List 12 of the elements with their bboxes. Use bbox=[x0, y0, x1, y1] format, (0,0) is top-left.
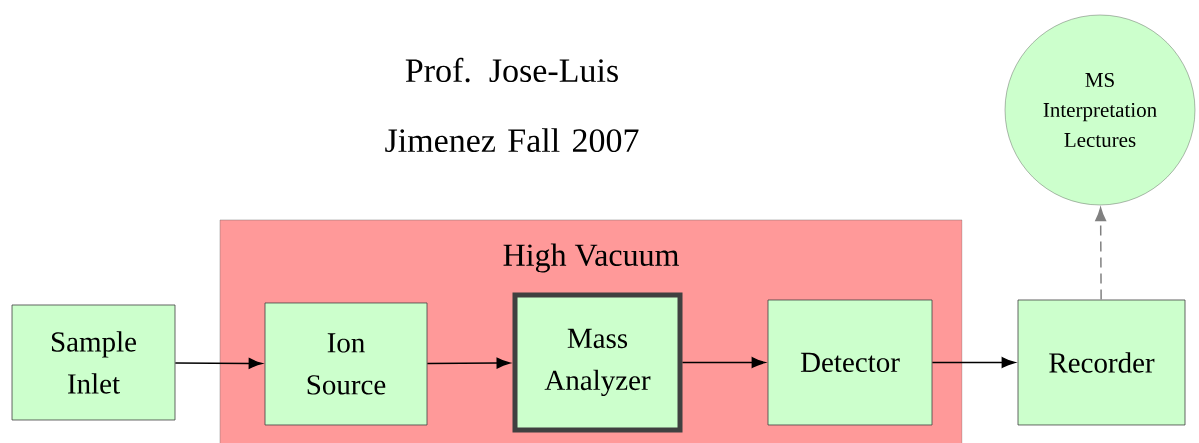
title: Prof. Jose-Luis Jimenez Fall 2007 bbox=[385, 57, 639, 153]
process-box: Sample Inlet bbox=[11, 304, 176, 421]
highlighted-box: Mass Analyzer bbox=[512, 292, 683, 433]
arrow bbox=[931, 357, 1016, 368]
process-box: Recorder bbox=[1017, 299, 1186, 426]
process-box: Ion Source bbox=[264, 302, 428, 426]
circle-node: MS Interpretation Lectures bbox=[1004, 14, 1196, 206]
arrow bbox=[681, 357, 766, 368]
arrow bbox=[174, 357, 263, 369]
arrow bbox=[426, 357, 511, 369]
process-box: Detector bbox=[767, 299, 933, 426]
arrow bbox=[1095, 207, 1107, 301]
